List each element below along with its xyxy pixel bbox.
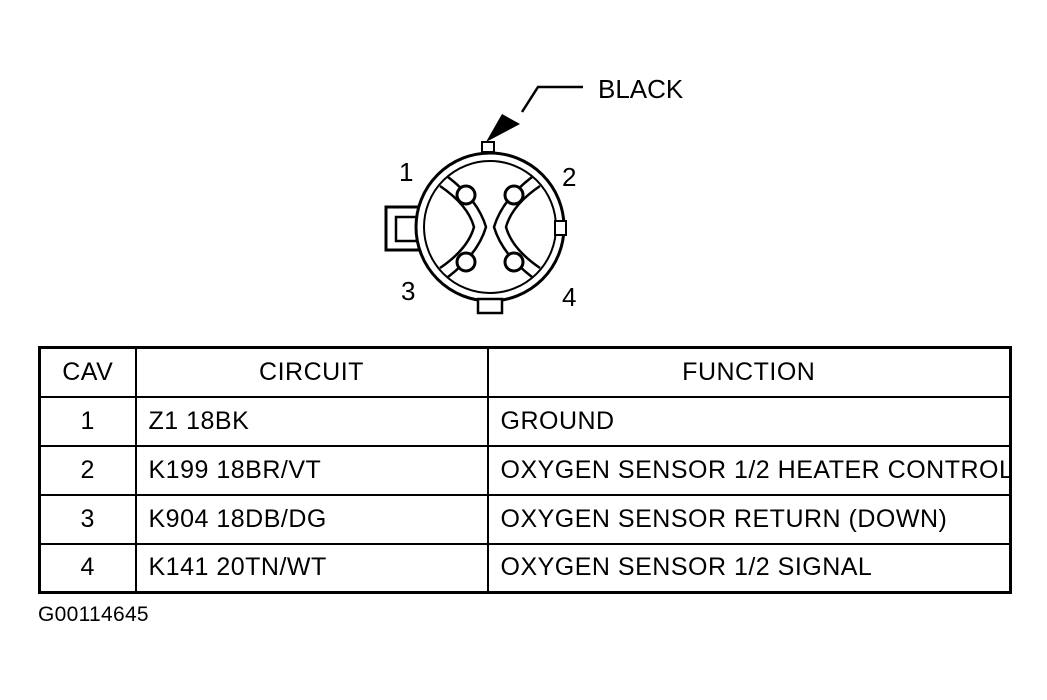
table-row: 2 K199 18BR/VT OXYGEN SENSOR 1/2 HEATER …	[38, 444, 1012, 496]
pinout-table: CAV CIRCUIT FUNCTION 1 Z1 18BK GROUND 2 …	[38, 346, 1012, 594]
wire-color-leader	[481, 85, 583, 153]
cavity-label-1: 1	[399, 157, 413, 187]
wire-color-label: BLACK	[598, 74, 684, 104]
cav-cell: 2	[38, 444, 137, 496]
terminal-1	[455, 184, 477, 206]
function-cell: OXYGEN SENSOR RETURN (DOWN)	[486, 493, 1012, 545]
terminal-4	[503, 251, 525, 273]
circuit-cell: K141 20TN/WT	[134, 542, 489, 594]
function-cell: GROUND	[486, 395, 1012, 447]
table-row: 4 K141 20TN/WT OXYGEN SENSOR 1/2 SIGNAL	[38, 542, 1012, 594]
connector-diagram: BLACK 1 2 3 4	[384, 74, 684, 315]
terminal-3	[455, 251, 477, 273]
table-row: 3 K904 18DB/DG OXYGEN SENSOR RETURN (DOW…	[38, 493, 1012, 545]
circuit-cell: K904 18DB/DG	[134, 493, 489, 545]
circuit-cell: Z1 18BK	[134, 395, 489, 447]
function-cell: OXYGEN SENSOR 1/2 SIGNAL	[486, 542, 1012, 594]
cavity-label-3: 3	[401, 276, 415, 306]
figure-id: G00114645	[38, 603, 149, 626]
connector-body	[414, 151, 567, 315]
connector-terminals	[455, 184, 525, 273]
terminal-2	[503, 184, 525, 206]
cav-cell: 3	[38, 493, 137, 545]
header-circuit: CIRCUIT	[134, 346, 489, 398]
header-cav: CAV	[38, 346, 137, 398]
cav-cell: 1	[38, 395, 137, 447]
cavity-label-4: 4	[562, 282, 576, 312]
function-cell: OXYGEN SENSOR 1/2 HEATER CONTROL	[486, 444, 1012, 496]
table-header-row: CAV CIRCUIT FUNCTION	[38, 346, 1012, 398]
cav-cell: 4	[38, 542, 137, 594]
table-row: 1 Z1 18BK GROUND	[38, 395, 1012, 447]
header-function: FUNCTION	[486, 346, 1012, 398]
cavity-label-2: 2	[562, 162, 576, 192]
circuit-cell: K199 18BR/VT	[134, 444, 489, 496]
